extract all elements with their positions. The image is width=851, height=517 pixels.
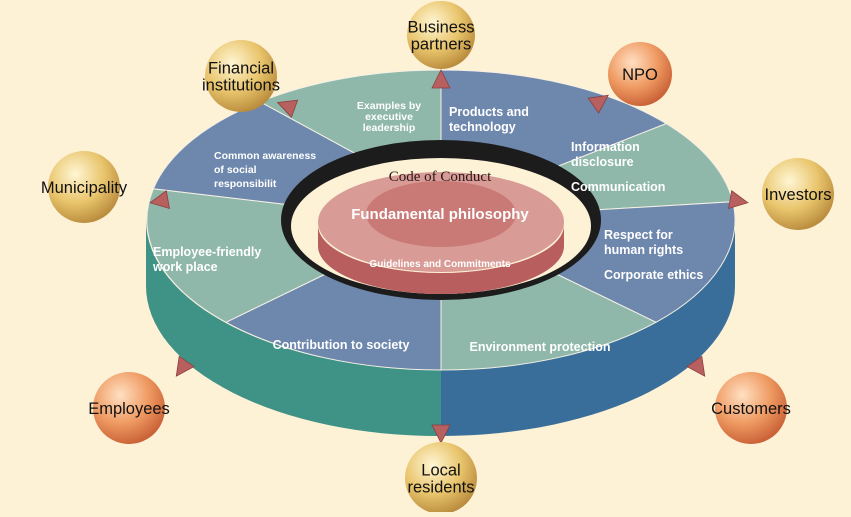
stakeholder-label: Employees <box>88 400 170 418</box>
stakeholder-sphere <box>407 1 475 69</box>
arrow-icon <box>728 190 749 210</box>
segment-label: responsibilit <box>214 178 277 190</box>
segment-label: Employee-friendly <box>153 245 261 259</box>
stakeholder-sphere <box>48 151 120 223</box>
stakeholder-node: NPO <box>608 42 672 106</box>
arrow-icon <box>431 69 451 89</box>
stakeholder-label: Customers <box>711 400 791 418</box>
stakeholder-label: Investors <box>765 186 832 204</box>
arrow-icon <box>686 355 706 377</box>
stakeholder-sphere <box>405 442 477 514</box>
segment-label: Examples by <box>357 100 421 112</box>
ring-side-blue <box>441 220 735 436</box>
guidelines-label: Guidelines and Commitments <box>369 259 511 270</box>
stakeholder-label: Financial <box>208 60 274 78</box>
stakeholder-label: Local <box>421 462 460 480</box>
stakeholder-sphere <box>715 372 787 444</box>
segment-label: human rights <box>604 243 683 257</box>
stakeholder-sphere <box>608 42 672 106</box>
fundamental-philosophy-label: Fundamental philosophy <box>351 206 529 223</box>
segment-label: of social <box>214 164 257 176</box>
segment-label: Contribution to society <box>273 338 410 352</box>
arrow-icon <box>276 99 299 118</box>
segment-label: Information <box>571 140 640 154</box>
center-disc-core <box>366 181 516 247</box>
stakeholder-label: NPO <box>622 66 658 84</box>
arrow-icon <box>431 424 451 444</box>
segment-label: Respect for <box>604 228 673 242</box>
center-disc-side <box>318 225 564 294</box>
segment-label: Environment protection <box>470 340 611 354</box>
stakeholder-label: partners <box>411 36 472 54</box>
stakeholder-node: Municipality <box>41 151 128 223</box>
segment-label: Corporate ethics <box>604 268 703 282</box>
segment-label: leadership <box>363 122 416 134</box>
code-of-conduct-label: Code of Conduct <box>389 169 492 185</box>
stakeholder-node: Customers <box>711 372 791 444</box>
segment-label: Common awareness <box>214 150 316 162</box>
stakeholder-label: institutions <box>202 77 280 95</box>
segment-label: Communication <box>571 180 665 194</box>
arrows <box>149 69 749 444</box>
segment-label: disclosure <box>571 155 634 169</box>
segment-label: Products and <box>449 105 529 119</box>
stakeholder-sphere <box>205 40 277 112</box>
stakeholder-node: Investors <box>762 158 834 230</box>
arrow-icon <box>175 355 195 377</box>
stakeholder-label: residents <box>408 479 475 497</box>
ring-side-teal <box>145 220 441 437</box>
segment-label: work place <box>152 260 218 274</box>
stakeholder-label: Municipality <box>41 179 128 197</box>
stakeholder-node: Employees <box>88 372 170 444</box>
arrow-icon <box>587 94 609 114</box>
stakeholder-sphere <box>762 158 834 230</box>
segment-label: executive <box>365 111 413 123</box>
arrow-icon <box>149 190 170 210</box>
stakeholder-label: Business <box>408 19 475 37</box>
stakeholder-sphere <box>93 372 165 444</box>
segment-label: technology <box>449 120 516 134</box>
